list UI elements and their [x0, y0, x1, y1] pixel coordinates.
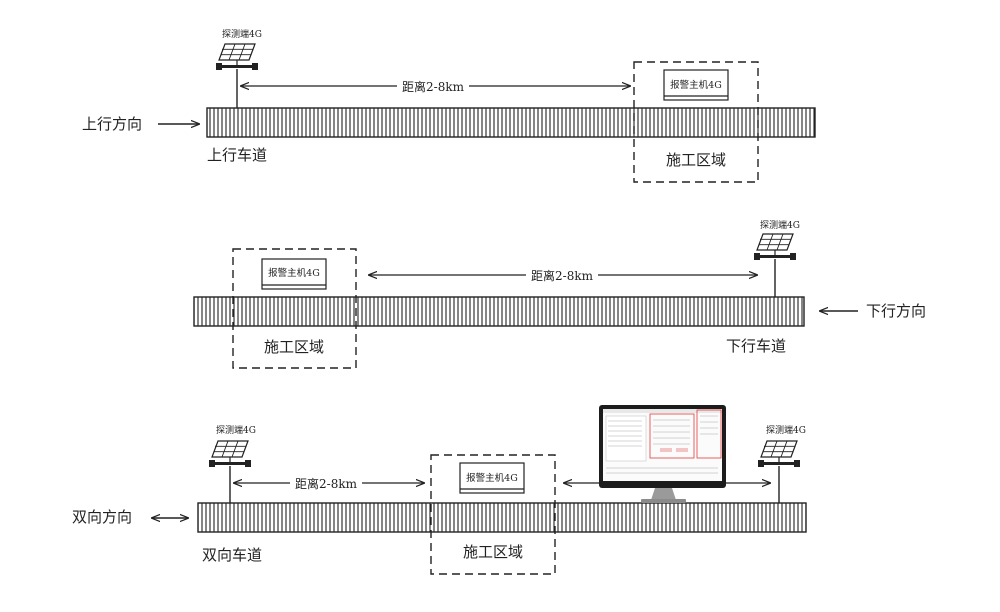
direction-label: 上行方向: [82, 115, 142, 133]
construction-zone: [633, 61, 759, 183]
monitor: [599, 405, 726, 503]
host-label: 报警主机4G: [670, 79, 722, 91]
detector: 探测端4G: [215, 28, 262, 108]
solar-panel-icon: [208, 440, 252, 468]
scene-down: 下行方向 报警主机4G 施工区域 距离2-8km 探测端4G 下行车道: [193, 219, 926, 369]
road-track: [197, 502, 807, 533]
scene-up: 上行方向 上行车道 探测端4G 距离2-8km 报警主机4G 施工区域: [82, 28, 816, 183]
solar-panel-icon: [215, 43, 259, 71]
road-label: 双向车道: [202, 546, 262, 564]
solar-panel-icon: [757, 440, 801, 468]
zone-label: 施工区域: [463, 543, 523, 561]
distance-label: 距离2-8km: [402, 79, 465, 94]
detector-label: 探测端4G: [216, 424, 256, 436]
detector-left: 探测端4G: [208, 424, 256, 503]
road-label: 下行车道: [726, 337, 786, 355]
monitor-stand: [651, 488, 676, 500]
road-label: 上行车道: [207, 146, 267, 164]
direction-label: 下行方向: [866, 302, 926, 320]
detector-right: 探测端4G: [757, 424, 806, 503]
host-label: 报警主机4G: [268, 267, 320, 279]
distance-label: 距离2-8km: [295, 476, 358, 491]
zone-label: 施工区域: [264, 338, 324, 356]
direction-label: 双向方向: [72, 508, 132, 526]
detector-label: 探测端4G: [222, 28, 262, 40]
construction-zone: [430, 454, 556, 575]
road-track: [193, 296, 805, 327]
road-track: [206, 107, 816, 138]
construction-zone: [232, 248, 357, 369]
zone-label: 施工区域: [666, 151, 726, 169]
detector-label: 探测端4G: [760, 219, 800, 231]
alarm-host: 报警主机4G: [459, 462, 525, 494]
detector-label: 探测端4G: [766, 424, 806, 436]
alarm-host: 报警主机4G: [663, 69, 729, 101]
scene-both: 双向方向 双向车道 探测端4G 距离2-8km 报警主机4G 施工区域: [72, 405, 807, 575]
alarm-host: 报警主机4G: [261, 258, 327, 290]
detector: 探测端4G: [753, 219, 800, 297]
host-label: 报警主机4G: [466, 472, 518, 484]
solar-panel-icon: [753, 233, 797, 261]
distance-label: 距离2-8km: [531, 268, 594, 283]
